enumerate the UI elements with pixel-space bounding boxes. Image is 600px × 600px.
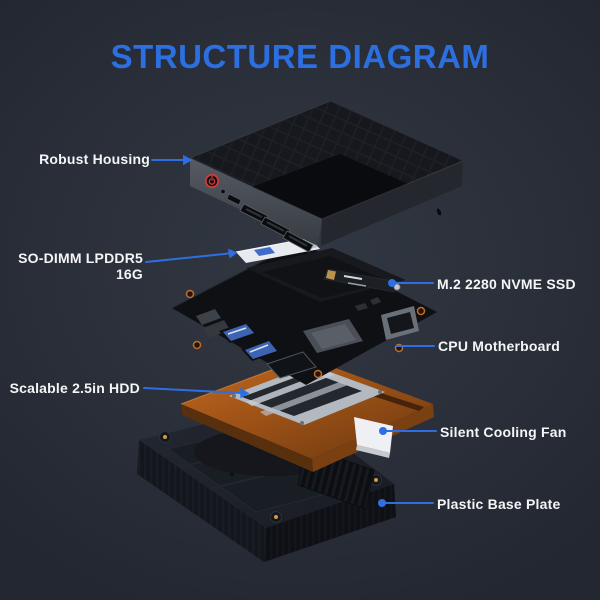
lock-slot — [435, 207, 443, 217]
label-m2-2280-nvme-ssd: M.2 2280 NVME SSD — [437, 276, 576, 292]
hdd-cooling-assembly — [180, 356, 434, 472]
power-button — [204, 173, 220, 189]
cpu-chip — [303, 319, 363, 353]
label-plastic-base-plate: Plastic Base Plate — [437, 496, 561, 512]
leader-so-dimm — [145, 248, 238, 263]
label-so-dimm-line2: 16G — [115, 266, 143, 282]
label-scalable-hdd: Scalable 2.5in HDD — [9, 380, 140, 396]
audio-jack — [220, 188, 226, 195]
label-cpu-motherboard: CPU Motherboard — [438, 338, 560, 354]
label-so-dimm-lpddr5: SO-DIMM LPDDR5 16G — [18, 250, 143, 282]
motherboard — [171, 237, 437, 385]
nvme-ssd — [323, 268, 401, 293]
leader-robust-housing — [151, 154, 193, 166]
label-so-dimm-line1: SO-DIMM LPDDR5 — [18, 250, 143, 266]
housing — [189, 100, 464, 253]
leader-cooling-fan — [379, 427, 437, 435]
hdmi-port — [266, 351, 317, 379]
base-screw-posts — [159, 431, 382, 523]
leader-base-plate — [378, 499, 434, 507]
ethernet-port — [381, 306, 419, 340]
label-silent-cooling-fan: Silent Cooling Fan — [440, 424, 567, 440]
page-title: STRUCTURE DIAGRAM — [110, 38, 490, 75]
leader-m2-ssd — [388, 279, 434, 287]
leader-lines — [143, 154, 437, 507]
usb-ports — [219, 321, 282, 361]
usb-c-port — [226, 193, 242, 206]
label-robust-housing: Robust Housing — [39, 151, 150, 167]
leader-hdd — [143, 387, 250, 399]
fan-corner — [354, 417, 393, 458]
